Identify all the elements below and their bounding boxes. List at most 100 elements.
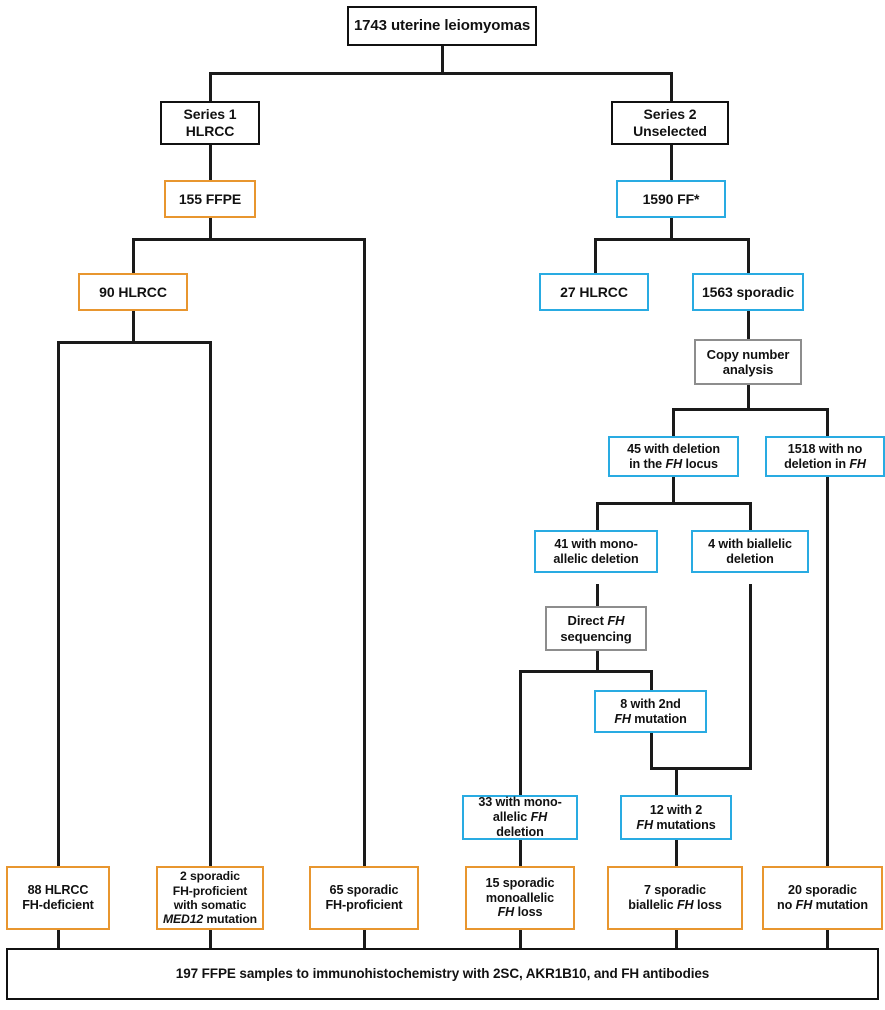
node-7-line2-pre: biallelic — [628, 898, 677, 912]
gene-fh: FH — [849, 456, 866, 471]
connector-sporadic-to-copynumber — [747, 310, 750, 339]
node-90-hlrcc-label: 90 HLRCC — [99, 283, 167, 300]
connector-seq-to-33 — [519, 670, 522, 795]
connector-88-to-footer — [57, 930, 60, 949]
node-20-line2-post: mutation — [812, 898, 868, 912]
gene-fh: FH — [530, 810, 548, 825]
node-20-line2-pre: no — [777, 898, 796, 912]
connector-del45-split — [596, 502, 751, 505]
node-155-ffpe: 155 FFPE — [164, 180, 256, 218]
connector-12-to-7 — [675, 840, 678, 866]
connector-7-to-footer — [675, 930, 678, 949]
node-1563-sporadic: 1563 sporadic — [692, 273, 804, 311]
connector-20-to-footer — [826, 930, 829, 949]
connector-to-del45 — [672, 408, 675, 436]
connector-ffpe-to-hlrcc90 — [132, 238, 135, 274]
node-1518-line1: 1518 with no — [787, 441, 863, 456]
gene-fh: FH — [636, 817, 653, 832]
connector-65-to-footer — [363, 930, 366, 949]
node-8-line1: 8 with 2nd — [620, 696, 681, 711]
node-2-line1: 2 sporadic — [180, 869, 240, 884]
node-45-line1: 45 with deletion — [627, 441, 720, 456]
connector-to-nodel1518 — [826, 408, 829, 436]
connector-hlrcc90-to-2 — [209, 341, 212, 866]
node-15-line3-post: loss — [514, 905, 543, 920]
node-88-line2: FH-deficient — [22, 898, 94, 912]
node-root-label: 1743 uterine leiomyomas — [353, 17, 531, 35]
node-1590-ff: 1590 FF* — [616, 180, 726, 218]
connector-merge-to-mut12 — [675, 767, 678, 795]
node-4-line1: 4 with biallelic — [708, 536, 792, 551]
connector-ff1590-split — [594, 238, 749, 241]
connector-hlrcc90-split — [57, 341, 212, 344]
node-15-line2: monoallelic — [485, 890, 555, 905]
connector-mut8-down — [650, 733, 653, 769]
node-seq-line2: sequencing — [560, 628, 632, 644]
connector-2-to-footer — [209, 930, 212, 949]
node-7-line1: 7 sporadic — [644, 883, 706, 898]
node-7-line2-post: loss — [693, 898, 722, 912]
connector-root-split — [209, 72, 673, 75]
node-88-line1: 88 HLRCC — [27, 883, 89, 898]
connector-ff-to-sporadic — [747, 238, 750, 274]
node-65-line1: 65 sporadic — [329, 883, 399, 898]
connector-seq-split — [519, 670, 652, 673]
node-footer-ihc: 197 FFPE samples to immunohistochemistry… — [6, 948, 879, 1000]
connector-hlrcc90-to-88 — [57, 341, 60, 866]
node-series2-line1: Series 2 — [643, 106, 697, 123]
node-copy-number-line2: analysis — [722, 362, 774, 377]
gene-fh: FH — [607, 613, 625, 629]
connector-to-series1 — [209, 72, 212, 103]
node-27-hlrcc: 27 HLRCC — [539, 273, 649, 311]
connector-mono41-to-seq — [596, 584, 599, 609]
node-2-line3: with somatic — [173, 898, 247, 912]
node-45-line2-pre: in the — [629, 456, 666, 471]
node-4-line2: deletion — [726, 551, 774, 566]
gene-fh: FH — [665, 456, 683, 471]
connector-hlrcc90-down — [132, 310, 135, 343]
connector-ffpe-right-long — [363, 238, 366, 866]
node-90-hlrcc: 90 HLRCC — [78, 273, 188, 311]
connector-seq-to-mut8 — [650, 670, 653, 690]
node-8-line2-post: mutation — [630, 711, 687, 726]
connector-ff1590-down — [670, 218, 673, 240]
node-155-ffpe-label: 155 FFPE — [178, 190, 242, 207]
connector-to-mono41 — [596, 502, 599, 530]
connector-ff-to-hlrcc27 — [594, 238, 597, 274]
node-footer-label: 197 FFPE samples to immunohistochemistry… — [175, 966, 710, 982]
connector-33-to-15 — [519, 840, 522, 866]
gene-fh: FH — [497, 905, 515, 920]
connector-series2-to-ff — [670, 143, 673, 181]
connector-series1-to-ffpe — [209, 143, 212, 181]
gene-fh: FH — [795, 898, 813, 912]
node-series1-line2: HLRCC — [185, 123, 235, 139]
node-45-line2-post: locus — [682, 456, 718, 471]
node-41-monoallelic-deletion: 41 with mono-allelic deletion — [534, 530, 658, 573]
node-seq-line1-pre: Direct — [567, 613, 608, 629]
node-33-line2-pre: allelic — [492, 810, 531, 825]
connector-to-bi4 — [749, 502, 752, 530]
node-33-line2-post: deletion — [496, 824, 544, 839]
connector-bi4-long — [749, 584, 752, 769]
connector-nodel1518-long — [826, 476, 829, 866]
connector-del45-down — [672, 476, 675, 504]
node-27-hlrcc-label: 27 HLRCC — [560, 283, 628, 300]
node-root: 1743 uterine leiomyomas — [347, 6, 537, 46]
connector-ffpe-split — [132, 238, 366, 241]
node-series1-line1: Series 1 — [183, 106, 237, 123]
node-2-line4-post: mutation — [203, 912, 258, 927]
connector-seq-down — [596, 651, 599, 673]
node-33-line1: 33 with mono- — [478, 795, 562, 810]
